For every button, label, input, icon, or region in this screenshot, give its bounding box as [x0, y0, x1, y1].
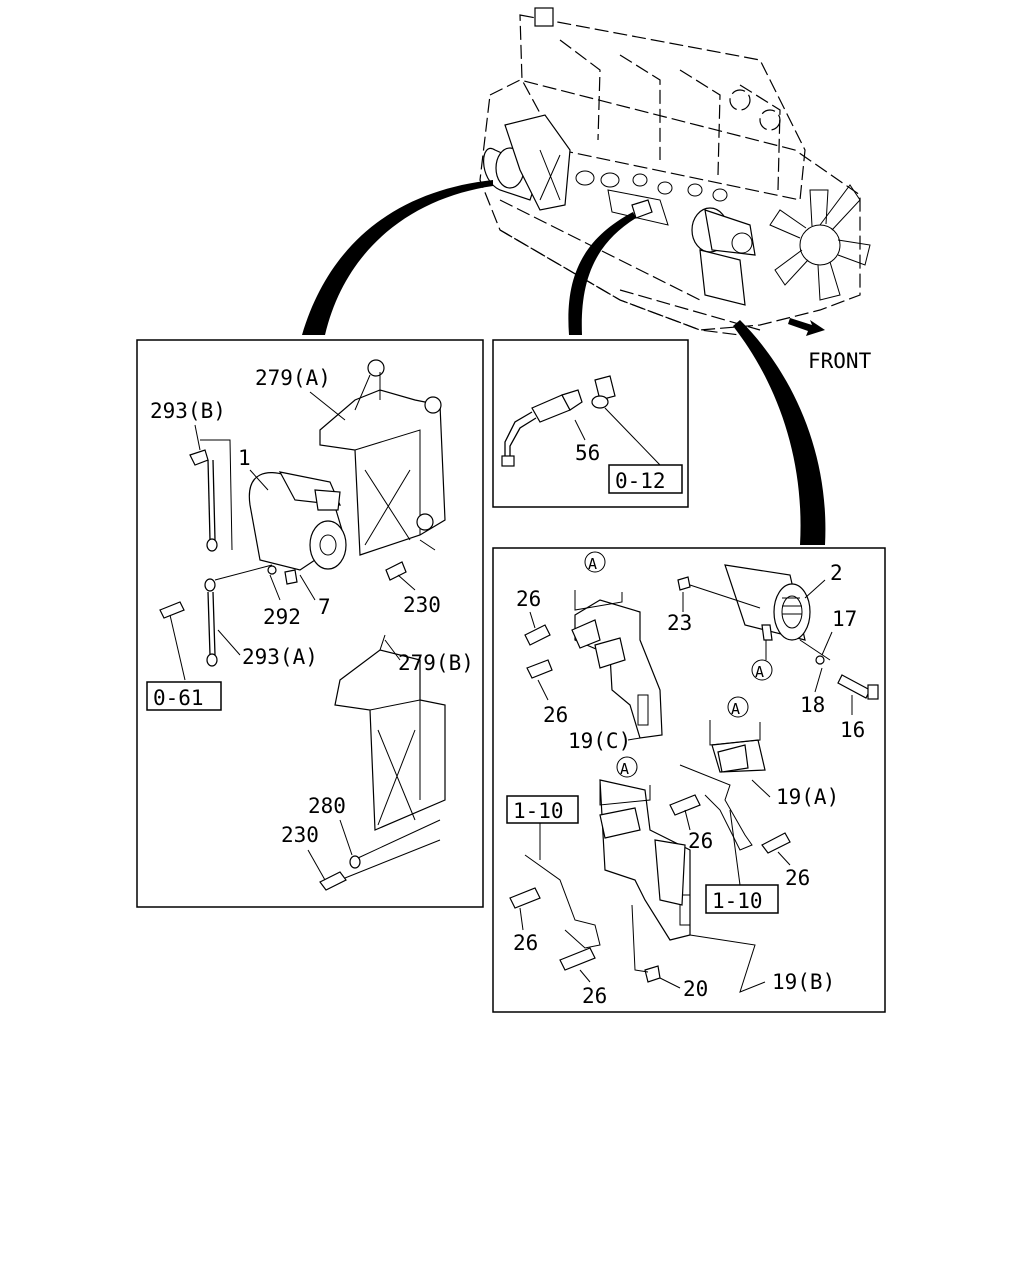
- label-26-d: 26: [785, 866, 810, 890]
- alternator-panel: [492, 547, 886, 1013]
- fan-icon: [769, 184, 871, 301]
- label-16: 16: [840, 718, 865, 742]
- label-1: 1: [238, 446, 251, 470]
- label-26-e: 26: [513, 931, 538, 955]
- starter-panel: [136, 339, 484, 908]
- label-26-a: 26: [516, 587, 541, 611]
- front-label: FRONT: [808, 349, 872, 373]
- label-17: 17: [832, 607, 857, 631]
- label-20: 20: [683, 977, 708, 1001]
- label-26-f: 26: [582, 984, 607, 1008]
- callout-arc-sensor: [568, 212, 636, 335]
- label-19c: 19(C): [568, 729, 631, 753]
- label-19b: 19(B): [772, 970, 835, 994]
- svg-text:0-61: 0-61: [153, 686, 204, 710]
- label-279b: 279(B): [398, 651, 474, 675]
- label-292: 292: [263, 605, 301, 629]
- ref-box-0-61: 0-61: [146, 681, 222, 711]
- label-26-b: 26: [543, 703, 568, 727]
- label-280: 280: [308, 794, 346, 818]
- label-293b: 293(B): [150, 399, 226, 423]
- sensor-panel: [492, 339, 689, 508]
- label-26-c: 26: [688, 829, 713, 853]
- ref-box-0-12: 0-12: [608, 464, 683, 494]
- starter-drawing: [159, 359, 446, 891]
- label-293a: 293(A): [242, 645, 318, 669]
- callout-arc-starter: [302, 180, 493, 335]
- svg-text:1-10: 1-10: [712, 889, 763, 913]
- svg-text:A: A: [731, 700, 740, 718]
- label-230-lower: 230: [281, 823, 319, 847]
- label-18: 18: [800, 693, 825, 717]
- svg-text:A: A: [620, 760, 629, 778]
- engine-overview: [479, 7, 871, 336]
- label-7: 7: [318, 595, 331, 619]
- front-arrow-icon: [788, 318, 825, 336]
- circle-marker-a3: A: [727, 696, 749, 718]
- svg-text:0-12: 0-12: [615, 469, 666, 493]
- label-19a: 19(A): [776, 785, 839, 809]
- label-230-upper: 230: [403, 593, 441, 617]
- circle-marker-a2: A: [751, 659, 773, 681]
- svg-text:A: A: [755, 663, 764, 681]
- svg-text:1-10: 1-10: [513, 799, 564, 823]
- callout-arc-alternator: [733, 320, 826, 545]
- ref-box-1-10-left: 1-10: [506, 795, 579, 824]
- label-23: 23: [667, 611, 692, 635]
- svg-text:A: A: [588, 555, 597, 573]
- alternator-drawing: [509, 564, 879, 983]
- label-2: 2: [830, 561, 843, 585]
- label-279a: 279(A): [255, 366, 331, 390]
- circle-marker-a4: A: [616, 756, 638, 778]
- circle-marker-a1: A: [584, 551, 606, 573]
- ref-box-1-10-right: 1-10: [705, 884, 779, 914]
- sensor-drawing: [501, 375, 661, 467]
- label-56: 56: [575, 441, 600, 465]
